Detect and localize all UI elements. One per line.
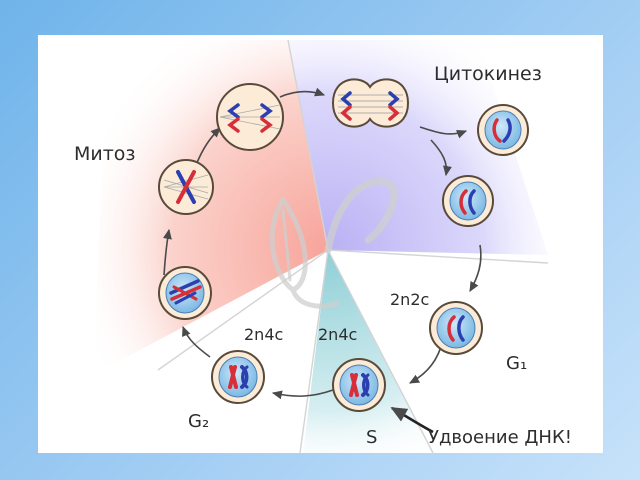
g1-label: G₁ xyxy=(506,353,527,374)
mitosis-label: Митоз xyxy=(74,143,136,165)
dna-2n4c-left-label: 2n4c xyxy=(244,325,283,344)
diagram-frame: Цитокинез Митоз 2n2c 2n4c 2n4c G₁ G₂ S У… xyxy=(38,35,603,453)
cell-daughter-2 xyxy=(442,175,494,227)
dna-2n4c-right-label: 2n4c xyxy=(318,325,357,344)
s-label: S xyxy=(366,427,377,448)
cell-g2 xyxy=(211,350,265,404)
mitosis-sector xyxy=(93,40,328,375)
cytokinesis-label: Цитокинез xyxy=(434,63,542,85)
cell-g1 xyxy=(429,301,483,355)
dna-2n2c-label: 2n2c xyxy=(390,290,429,309)
cell-s-phase xyxy=(332,358,386,412)
g2-label: G₂ xyxy=(188,411,209,432)
cell-telophase xyxy=(331,78,410,128)
dna-duplication-label: Удвоение ДНК! xyxy=(428,427,572,448)
s-phase-sector xyxy=(303,250,433,453)
cell-anaphase xyxy=(216,83,284,151)
cell-prophase xyxy=(158,266,212,320)
leaf-swirl-icon xyxy=(269,177,398,309)
cell-metaphase xyxy=(158,159,214,215)
cell-cycle-diagram: Цитокинез Митоз 2n2c 2n4c 2n4c G₁ G₂ S У… xyxy=(74,39,572,453)
cell-daughter-1 xyxy=(477,104,529,156)
dna-duplication-arrow xyxy=(390,406,434,434)
phase-dividers xyxy=(157,39,549,453)
